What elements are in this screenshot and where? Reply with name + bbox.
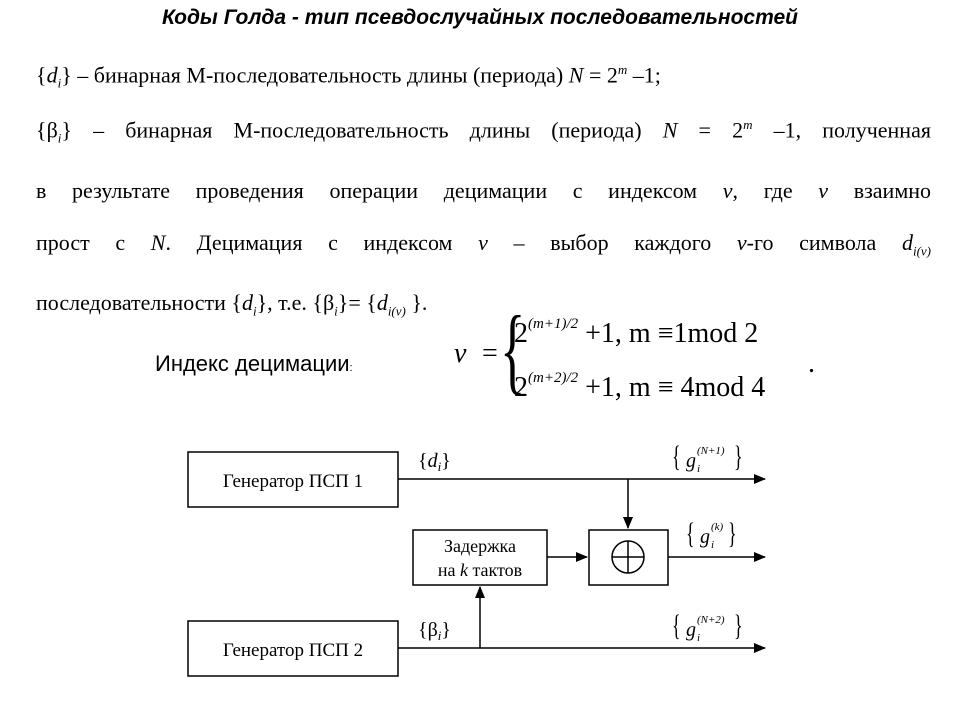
out3-g: g <box>686 619 696 641</box>
p1-end: –1; <box>627 62 661 88</box>
svg-text:{: { <box>672 610 681 643</box>
symbol-n: N <box>568 62 584 88</box>
p2-line-3: прост с N. Децимация с индексом v – выбо… <box>36 217 931 277</box>
out1-g: g <box>686 450 696 472</box>
delay-taktov: тактов <box>468 560 522 580</box>
line4-end: . <box>421 290 428 316</box>
subscript: i <box>57 130 62 146</box>
symbol-beta: β <box>46 117 58 143</box>
subscript-iv: i(v) <box>912 243 932 259</box>
svg-text:}: } <box>728 518 737 551</box>
sig-d-sub: i <box>438 459 442 474</box>
delay-label-line2: на k тактов <box>438 560 522 580</box>
superscript-m: m <box>743 117 753 132</box>
subscript: i <box>252 303 257 319</box>
symbol-beta: β <box>322 290 335 316</box>
formula-end: . <box>808 348 815 379</box>
line3-b: . Децимация с индексом <box>165 229 479 255</box>
case2-exp: (m+2)/2 <box>528 370 579 386</box>
out1-sub: i <box>697 463 700 475</box>
case2-rest: +1, m ≡ 4mod 4 <box>578 372 766 403</box>
slide-title: Коды Голда - тип псевдослучайных последо… <box>162 6 798 29</box>
left-brace-icon: { <box>500 296 526 403</box>
decimation-index-label: Индекс децимации: <box>155 351 353 377</box>
case1-exp: (m+1)/2 <box>528 316 579 332</box>
subscript-iv: i(v) <box>387 303 406 319</box>
line2-a: в результате проведения операции децимац… <box>36 177 723 203</box>
decimation-formula: v = { 2(m+1)/2 +1, m ≡1mod 2 2(m+2)/2 +1… <box>440 302 840 418</box>
formula-case-1: 2(m+1)/2 +1, m ≡1mod 2 <box>514 316 758 350</box>
p2-line-2: в результате проведения операции децимац… <box>36 165 931 217</box>
out2-sub: i <box>711 539 714 551</box>
output-3-label: { g (N+2) i } <box>672 610 743 644</box>
sig-beta-sub: i <box>438 628 442 643</box>
subscript: i <box>57 75 62 91</box>
symbol-d: d <box>376 290 388 316</box>
label-text: Индекс децимации <box>155 351 350 376</box>
symbol-v: v <box>818 177 829 203</box>
symbol-d: d <box>241 290 253 316</box>
delay-k: k <box>460 560 469 580</box>
formula-case-2: 2(m+2)/2 +1, m ≡ 4mod 4 <box>514 370 765 404</box>
p2-line-1: {βi} – бинарная М-последовательность дли… <box>36 117 931 146</box>
p2-line-4: последовательности {di}, т.е. {βi}= {di(… <box>36 290 428 319</box>
p2-end: –1, полученная <box>752 117 931 143</box>
sig-beta: β <box>428 619 438 641</box>
line4-eq: = <box>348 290 367 316</box>
svg-text:}: } <box>734 441 743 474</box>
signal-d-label: {di} <box>418 450 451 474</box>
symbol-d: d <box>46 62 58 88</box>
svg-text:{: { <box>686 518 695 551</box>
case1-rest: +1, m ≡1mod 2 <box>578 318 759 349</box>
superscript-m: m <box>617 62 628 77</box>
p1-eq: = 2 <box>583 62 618 88</box>
line2-b: , где <box>732 177 819 203</box>
case2-base: 2 <box>514 372 528 403</box>
formula-lhs: v <box>454 338 467 369</box>
formula-eq: = <box>482 338 498 369</box>
line4-a: последовательности <box>36 290 232 316</box>
line3-a: прост с <box>36 229 151 255</box>
case1-base: 2 <box>514 318 528 349</box>
paragraph-beta-sequence: {βi} – бинарная М-последовательность дли… <box>36 99 931 338</box>
symbol-v: v <box>478 229 488 255</box>
out1-sup: (N+1) <box>697 445 725 457</box>
line4-b: , т.е. <box>267 290 313 316</box>
generator-1-label: Генератор ПСП 1 <box>223 471 363 492</box>
delay-na: на <box>438 560 460 580</box>
symbol-d: d <box>901 229 913 255</box>
generator-2-box <box>187 620 399 677</box>
svg-text:{: { <box>672 441 681 474</box>
out3-sub: i <box>697 632 700 644</box>
delay-label-line1: Задержка <box>444 536 516 556</box>
output-2-label: { g (k) i } <box>686 518 737 551</box>
subscript: i <box>334 303 338 319</box>
symbol-v: v <box>722 177 733 203</box>
signal-beta-label: {βi} <box>418 619 451 643</box>
xor-icon <box>611 540 645 574</box>
p2-eq: = 2 <box>677 117 744 143</box>
symbol-n: N <box>662 117 678 143</box>
line3-d: -го символа <box>746 229 902 255</box>
symbol-v: v <box>736 229 747 255</box>
svg-text:}: } <box>734 610 743 643</box>
line3-c: – выбор каждого <box>487 229 737 255</box>
label-colon: : <box>349 362 353 374</box>
output-1-label: { g (N+1) i } <box>672 441 743 475</box>
out3-sup: (N+2) <box>697 614 725 626</box>
line2-c: взаимно <box>828 177 932 203</box>
generator-2-label: Генератор ПСП 2 <box>223 640 363 661</box>
p1-text: – бинарная М-последовательность длины (п… <box>71 62 569 88</box>
out2-g: g <box>700 526 710 548</box>
paragraph-d-sequence: {di} – бинарная М-последовательность дли… <box>36 62 661 91</box>
out2-sup: (k) <box>711 521 724 533</box>
symbol-n: N <box>150 229 166 255</box>
p2-text: – бинарная М-последовательность длины (п… <box>71 117 663 143</box>
sig-d: d <box>428 450 439 472</box>
